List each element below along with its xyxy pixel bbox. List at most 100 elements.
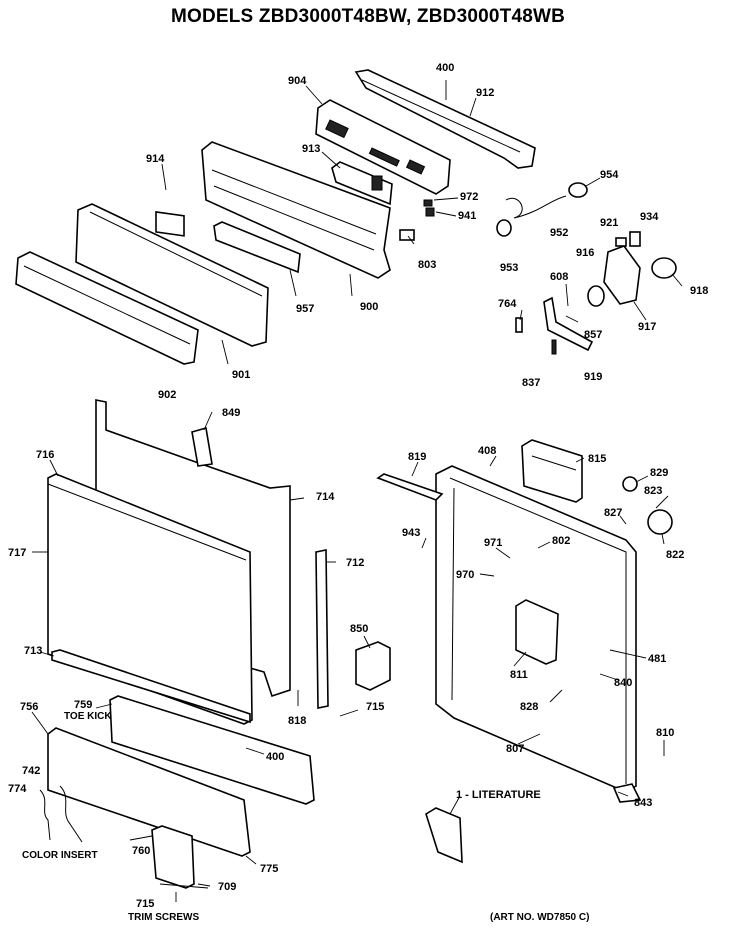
label-934: 934 (640, 211, 659, 223)
part-918-motor (651, 257, 677, 279)
label-828: 828 (520, 701, 538, 713)
label-912: 912 (476, 87, 494, 99)
part-717-door-panel (47, 473, 253, 725)
part-957-strip (213, 221, 301, 274)
label-917: 917 (638, 321, 656, 333)
label-829: 829 (650, 467, 668, 479)
label-toe-kick: TOE KICK (64, 711, 112, 722)
label-843: 843 (634, 797, 652, 809)
label-952: 952 (550, 227, 568, 239)
label-742: 742 (22, 765, 40, 777)
part-952-harness (505, 195, 567, 219)
part-756-lower-panel (47, 727, 251, 857)
label-970: 970 (456, 569, 474, 581)
label-716: 716 (36, 449, 54, 461)
label-819: 819 (408, 451, 426, 463)
label-715-upper: 715 (366, 701, 384, 713)
part-917-bracket (603, 245, 641, 305)
part-901-outer-console (75, 203, 269, 347)
part-921 (615, 237, 627, 247)
art-number: (ART NO. WD7850 C) (490, 912, 589, 923)
part-934 (629, 231, 641, 247)
label-717: 717 (8, 547, 26, 559)
label-color-insert: COLOR INSERT (22, 850, 98, 861)
part-760-trim (151, 825, 195, 889)
part-712-side-strip (315, 549, 329, 709)
part-953-knob (496, 219, 512, 237)
label-904: 904 (288, 75, 307, 87)
label-408: 408 (478, 445, 496, 457)
callout-labels: 400 912 904 913 914 972 941 954 952 953 … (8, 62, 708, 923)
part-709-strip (159, 883, 209, 889)
part-764-screw (515, 317, 523, 333)
label-921: 921 (600, 217, 618, 229)
part-900-inner-panel (201, 141, 391, 279)
label-919: 919 (584, 371, 602, 383)
label-713: 713 (24, 645, 42, 657)
label-715-lower: 715 (136, 898, 154, 910)
label-807: 807 (506, 743, 524, 755)
leader-lines (31, 80, 683, 902)
label-810: 810 (656, 727, 674, 739)
label-481: 481 (648, 653, 666, 665)
label-857: 857 (584, 329, 602, 341)
literature-booklet (425, 807, 463, 864)
label-840: 840 (614, 677, 632, 689)
part-904-control-board (315, 99, 451, 195)
part-919-lever (543, 296, 594, 352)
label-849: 849 (222, 407, 240, 419)
part-822-pulley (647, 509, 673, 535)
label-972: 972 (460, 191, 478, 203)
part-849-clip (191, 426, 213, 467)
label-971: 971 (484, 537, 502, 549)
label-756: 756 (20, 701, 38, 713)
label-943: 943 (402, 527, 420, 539)
label-913: 913 (302, 143, 320, 155)
label-759: 759 (74, 699, 92, 711)
part-913-switch (331, 161, 393, 206)
label-764: 764 (498, 298, 517, 310)
label-918: 918 (690, 285, 708, 297)
label-901: 901 (232, 369, 250, 381)
label-818: 818 (288, 715, 306, 727)
label-837: 837 (522, 377, 540, 389)
label-827: 827 (604, 507, 622, 519)
label-916: 916 (576, 247, 594, 259)
label-774: 774 (8, 783, 27, 795)
label-954: 954 (600, 169, 619, 181)
part-954-cap (568, 182, 588, 198)
label-914: 914 (146, 153, 165, 165)
part-742-color-insert (39, 785, 83, 843)
part-815-dispenser (521, 439, 583, 503)
page-title: MODELS ZBD3000T48BW, ZBD3000T48WB (170, 6, 566, 27)
label-815: 815 (588, 453, 606, 465)
part-843-hinge (612, 783, 642, 803)
part-941 (425, 207, 435, 217)
label-941: 941 (458, 210, 476, 222)
label-902: 902 (158, 389, 176, 401)
label-775: 775 (260, 863, 278, 875)
label-400-lower: 400 (266, 751, 284, 763)
label-822: 822 (666, 549, 684, 561)
part-819-gasket (376, 473, 444, 501)
label-811: 811 (510, 669, 528, 681)
part-811-module (515, 599, 559, 665)
label-900: 900 (360, 301, 378, 313)
part-713-strip (51, 649, 251, 724)
label-literature: 1 - LITERATURE (456, 789, 541, 801)
label-400-top: 400 (436, 62, 454, 74)
label-823: 823 (644, 485, 662, 497)
part-912-bracket (354, 69, 536, 169)
part-850-bracket (355, 641, 391, 691)
part-902-front-trim (15, 251, 199, 365)
label-760: 760 (132, 845, 150, 857)
label-953: 953 (500, 262, 518, 274)
label-709: 709 (218, 881, 236, 893)
label-714: 714 (316, 491, 335, 503)
part-972 (423, 199, 433, 207)
label-850: 850 (350, 623, 368, 635)
label-trim-screws: TRIM SCREWS (128, 912, 199, 923)
label-712: 712 (346, 557, 364, 569)
part-829-knob (622, 476, 638, 492)
